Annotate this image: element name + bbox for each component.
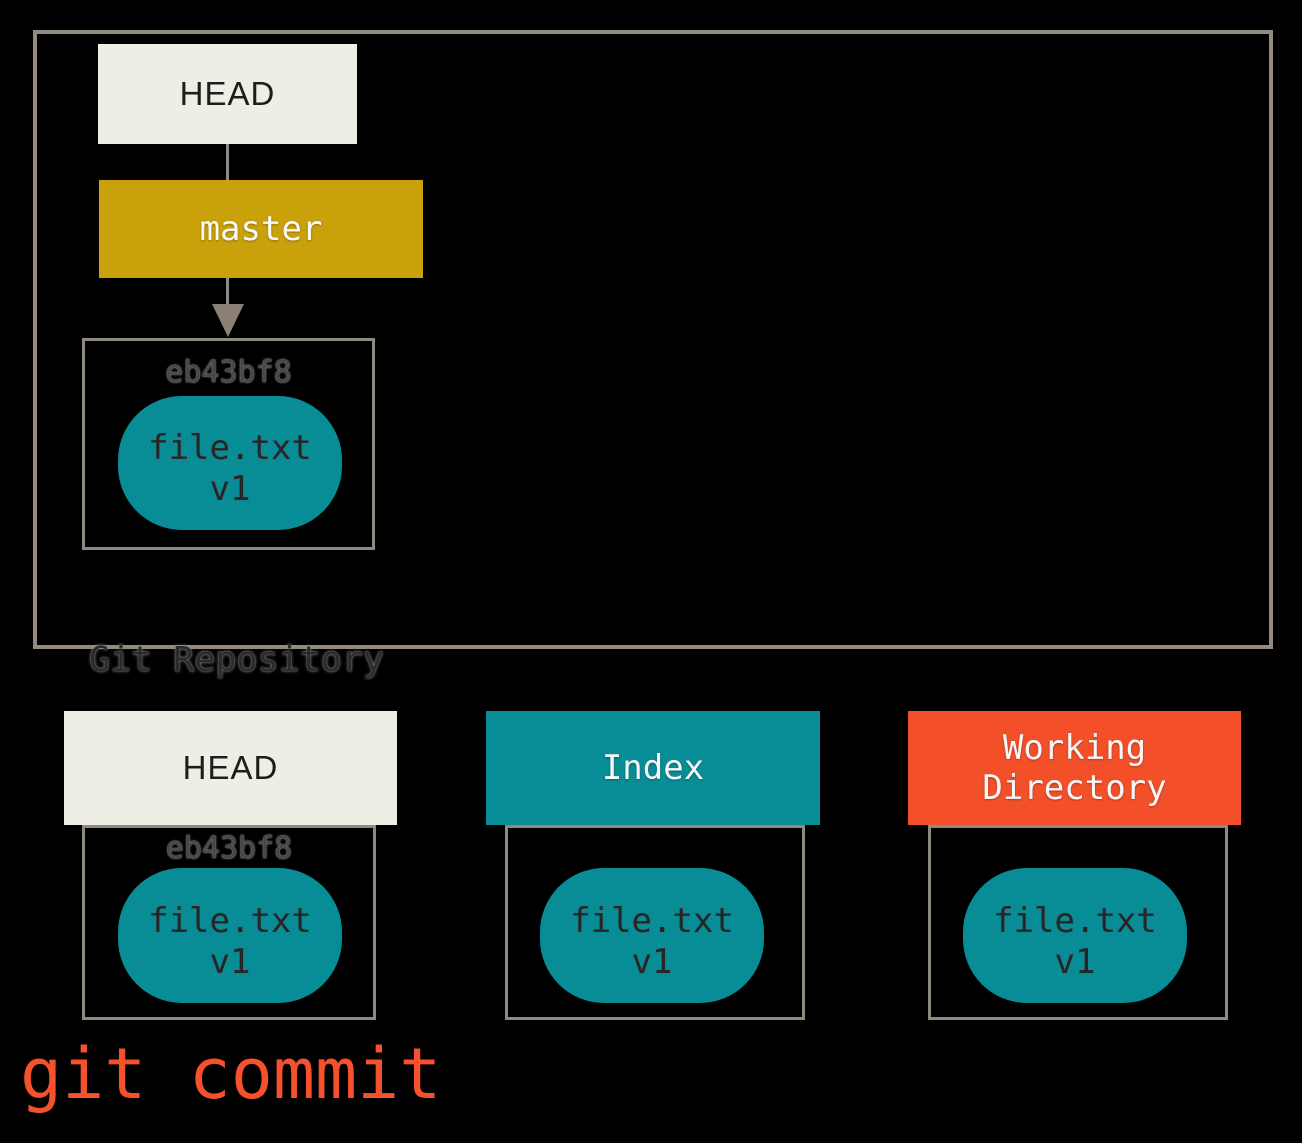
repo-commit-box <box>82 338 375 550</box>
working-directory-label: Working Directory <box>982 728 1167 808</box>
working-directory-file-blob: file.txt v1 <box>963 868 1187 1003</box>
head-tree-commit-id: eb43bf8 <box>165 831 293 866</box>
repo-file-version: v1 <box>209 469 251 509</box>
git-repository-box: Git Repository <box>33 30 1273 680</box>
git-repository-label: Git Repository <box>89 640 385 680</box>
working-directory-file-name: file.txt <box>993 900 1157 941</box>
head-tree-file-blob: file.txt v1 <box>118 868 342 1003</box>
arrow-down-icon <box>212 304 244 337</box>
repo-commit-id: eb43bf8 <box>165 355 292 390</box>
repo-file-blob: file.txt v1 <box>118 396 342 530</box>
working-directory-header: Working Directory <box>908 711 1241 825</box>
master-branch-box: master <box>99 180 423 278</box>
head-tree-file-name: file.txt <box>148 900 312 941</box>
index-tree-file-blob: file.txt v1 <box>540 868 764 1003</box>
head-tree-file-version: v1 <box>209 941 251 982</box>
git-command-caption: git commit <box>20 1033 442 1115</box>
working-directory-box <box>928 825 1228 1020</box>
index-tree-label: Index <box>601 748 705 788</box>
head-tree-header: HEAD <box>64 711 397 825</box>
head-tree-box <box>82 825 376 1020</box>
repo-file-name: file.txt <box>148 428 312 468</box>
index-tree-file-name: file.txt <box>570 900 734 941</box>
working-directory-file-version: v1 <box>1054 941 1096 982</box>
master-to-commit-connector <box>226 278 229 306</box>
head-tree-label: HEAD <box>182 749 279 786</box>
repo-head-label: HEAD <box>179 75 276 112</box>
index-tree-box <box>505 825 805 1020</box>
repo-head-box: HEAD <box>98 44 357 144</box>
master-branch-label: master <box>199 209 323 249</box>
index-tree-header: Index <box>486 711 820 825</box>
index-tree-file-version: v1 <box>631 941 673 982</box>
head-to-master-connector <box>226 144 229 180</box>
